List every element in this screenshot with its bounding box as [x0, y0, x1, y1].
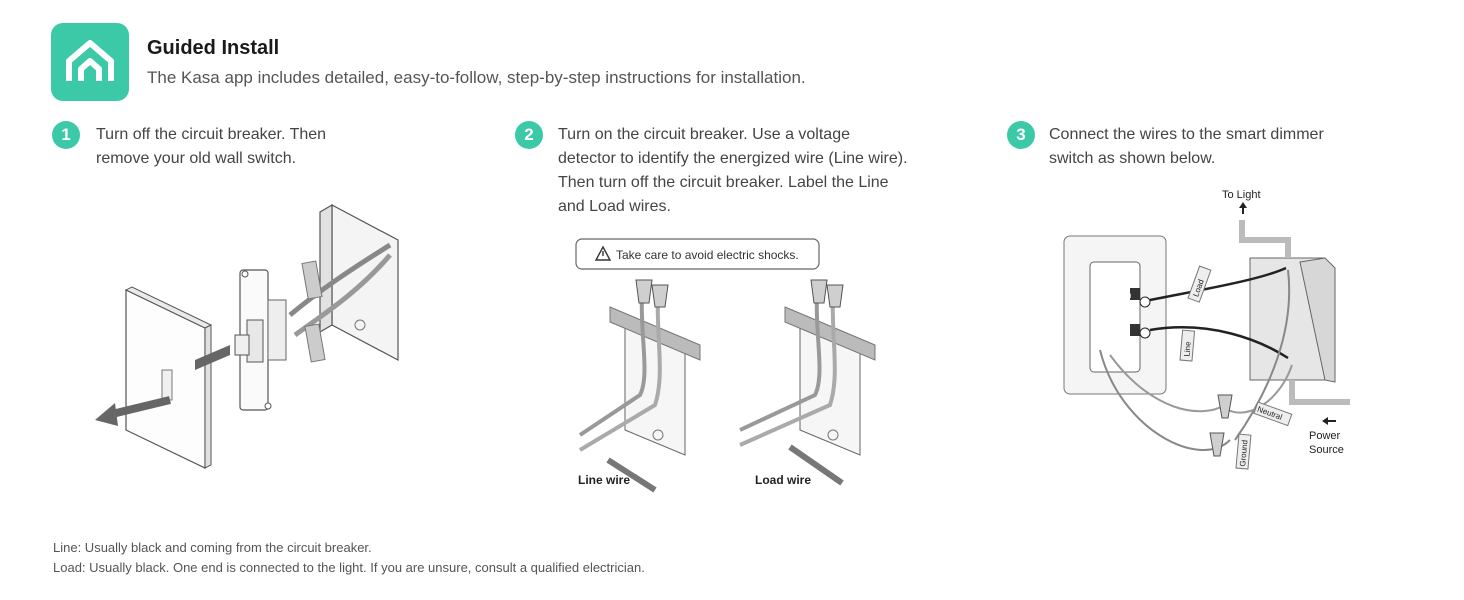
warning-text: Take care to avoid electric shocks.: [616, 248, 799, 262]
step-2-line-2: detector to identify the energized wire …: [558, 150, 908, 167]
step-2-badge: 2: [515, 121, 543, 149]
remove-switch-illustration: [95, 203, 399, 469]
step-1-text: Turn off the circuit breaker. Then remov…: [96, 123, 326, 171]
load-wire-label: Load wire: [755, 473, 811, 487]
step-1-line-1: Turn off the circuit breaker. Then: [96, 126, 327, 143]
arrow-left-icon: [1322, 417, 1336, 425]
page-subtitle: The Kasa app includes detailed, easy-to-…: [147, 68, 806, 87]
step-3-badge: 3: [1007, 121, 1035, 149]
kasa-app-icon: [51, 23, 129, 101]
kasa-house-icon: [66, 40, 114, 81]
line-tag: Line: [1182, 341, 1192, 357]
power-source-label-2: Source: [1309, 444, 1344, 456]
step-3-line-2: switch as shown below.: [1049, 150, 1216, 167]
warning-triangle-icon: [594, 245, 612, 261]
step-2-text: Turn on the circuit breaker. Use a volta…: [558, 123, 908, 219]
step-1-badge: 1: [52, 121, 80, 149]
step-1-line-2: remove your old wall switch.: [96, 150, 297, 167]
switch-load-terminal: Load: [1118, 294, 1131, 300]
power-source-label-1: Power: [1309, 430, 1341, 442]
step-2-line-4: and Load wires.: [558, 198, 671, 215]
step-2-line-1: Turn on the circuit breaker. Use a volta…: [558, 126, 850, 143]
step-3-text: Connect the wires to the smart dimmer sw…: [1049, 123, 1324, 171]
ground-tag: Ground: [1238, 440, 1249, 467]
step-2-line-3: Then turn off the circuit breaker. Label…: [558, 174, 889, 191]
arrow-up-icon: [1239, 202, 1247, 214]
wiring-diagram: To Light Load Line Load Line Neutral Gro…: [1063, 189, 1350, 470]
to-light-label: To Light: [1222, 189, 1261, 201]
line-wire-label: Line wire: [578, 473, 630, 487]
step-3-line-1: Connect the wires to the smart dimmer: [1049, 126, 1324, 143]
voltage-test-illustration: Take care to avoid electric shocks. Line…: [575, 238, 876, 493]
warning-box: [575, 238, 820, 270]
page-title: Guided Install: [147, 37, 280, 59]
load-note: Load: Usually black. One end is connecte…: [53, 560, 645, 575]
line-note: Line: Usually black and coming from the …: [53, 540, 372, 555]
switch-line-terminal: Line: [1118, 330, 1130, 336]
